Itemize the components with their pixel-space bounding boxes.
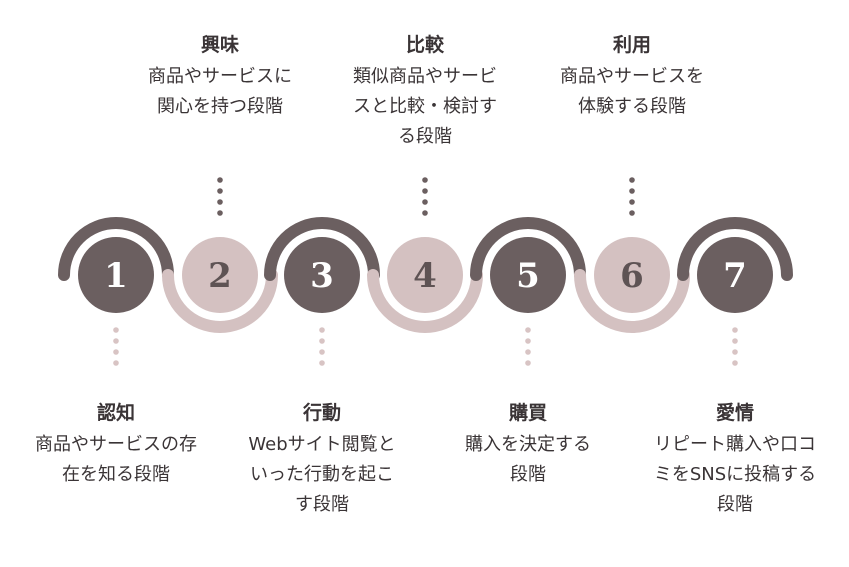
stage-6-dot [629, 210, 635, 216]
stage-3-dot [319, 327, 325, 333]
stage-4-dot [422, 188, 428, 194]
stage-6-dot [629, 177, 635, 183]
stage-7-dot [732, 338, 738, 344]
stage-2-description: 商品やサービスに 関心を持つ段階 [148, 66, 292, 117]
arc-chain [58, 217, 793, 333]
stage-2-title: 興味 [200, 34, 239, 56]
stage-1-arc [58, 217, 174, 281]
stage-5-dot [525, 360, 531, 366]
stage-1-dot [113, 349, 119, 355]
stage-1-circle [78, 237, 154, 313]
stage-3-circle [284, 237, 360, 313]
stage-5-label: 購買購入を決定する 段階 [423, 400, 633, 490]
stage-1-dot [113, 360, 119, 366]
stage-4-number: 4 [413, 256, 437, 296]
stage-5-title: 購買 [508, 402, 547, 424]
stage-7-title: 愛情 [715, 402, 754, 424]
stage-6-dot [629, 199, 635, 205]
stage-7-circle [697, 237, 773, 313]
stage-2-circle [182, 237, 258, 313]
stage-3-dot [319, 360, 325, 366]
stage-2-dot [217, 188, 223, 194]
stage-6-circle [594, 237, 670, 313]
stage-6-label: 利用商品やサービスを 体験する段階 [527, 32, 737, 122]
stage-2-label: 興味商品やサービスに 関心を持つ段階 [115, 32, 325, 122]
stage-1-description: 商品やサービスの存 在を知る段階 [35, 434, 197, 485]
stage-3-arc [264, 217, 380, 281]
connector-dots [113, 177, 738, 366]
stage-7-dot [732, 360, 738, 366]
stage-2-arc [162, 269, 278, 333]
stage-3-number: 3 [310, 256, 334, 296]
stage-6-arc [574, 269, 690, 333]
stage-5-number: 5 [516, 256, 540, 296]
stage-5-description: 購入を決定する 段階 [465, 434, 591, 485]
stage-7-number: 7 [723, 256, 747, 296]
stage-5-circle [490, 237, 566, 313]
stage-1-number: 1 [104, 256, 128, 296]
stage-4-dot [422, 199, 428, 205]
stage-4-dot [422, 210, 428, 216]
stage-1-dot [113, 327, 119, 333]
stage-7-label: 愛情リピート購入や口コ ミをSNSに投稿する 段階 [630, 400, 840, 520]
stage-1-label: 認知商品やサービスの存 在を知る段階 [11, 400, 221, 490]
stage-6-number: 6 [620, 256, 644, 296]
stage-5-dot [525, 349, 531, 355]
stage-4-circle [387, 237, 463, 313]
stage-7-description: リピート購入や口コ ミをSNSに投稿する 段階 [653, 434, 817, 515]
stage-1-title: 認知 [96, 402, 135, 424]
stage-circles: 1 2 3 4 5 6 7 [78, 237, 773, 313]
stage-6-dot [629, 188, 635, 194]
stage-4-title: 比較 [405, 34, 444, 56]
stage-5-arc [470, 217, 586, 281]
stage-2-dot [217, 210, 223, 216]
stage-2-dot [217, 199, 223, 205]
stage-7-dot [732, 327, 738, 333]
stage-3-dot [319, 338, 325, 344]
stage-2-number: 2 [208, 256, 232, 296]
stage-1-dot [113, 338, 119, 344]
stage-3-title: 行動 [302, 402, 341, 424]
stage-6-description: 商品やサービスを 体験する段階 [560, 66, 704, 117]
stage-6-title: 利用 [612, 34, 651, 56]
stage-3-dot [319, 349, 325, 355]
stage-5-dot [525, 338, 531, 344]
stage-4-label: 比較類似商品やサービ スと比較・検討す る段階 [320, 32, 530, 152]
stage-3-description: Webサイト閲覧と いった行動を起こ す段階 [248, 434, 396, 515]
stage-7-arc [677, 217, 793, 281]
stage-5-dot [525, 327, 531, 333]
stage-4-description: 類似商品やサービ スと比較・検討す る段階 [353, 66, 497, 147]
stage-2-dot [217, 177, 223, 183]
stage-4-dot [422, 177, 428, 183]
stage-3-label: 行動 Webサイト閲覧と いった行動を起こ す段階 [217, 400, 427, 520]
stage-4-arc [367, 269, 483, 333]
stage-7-dot [732, 349, 738, 355]
